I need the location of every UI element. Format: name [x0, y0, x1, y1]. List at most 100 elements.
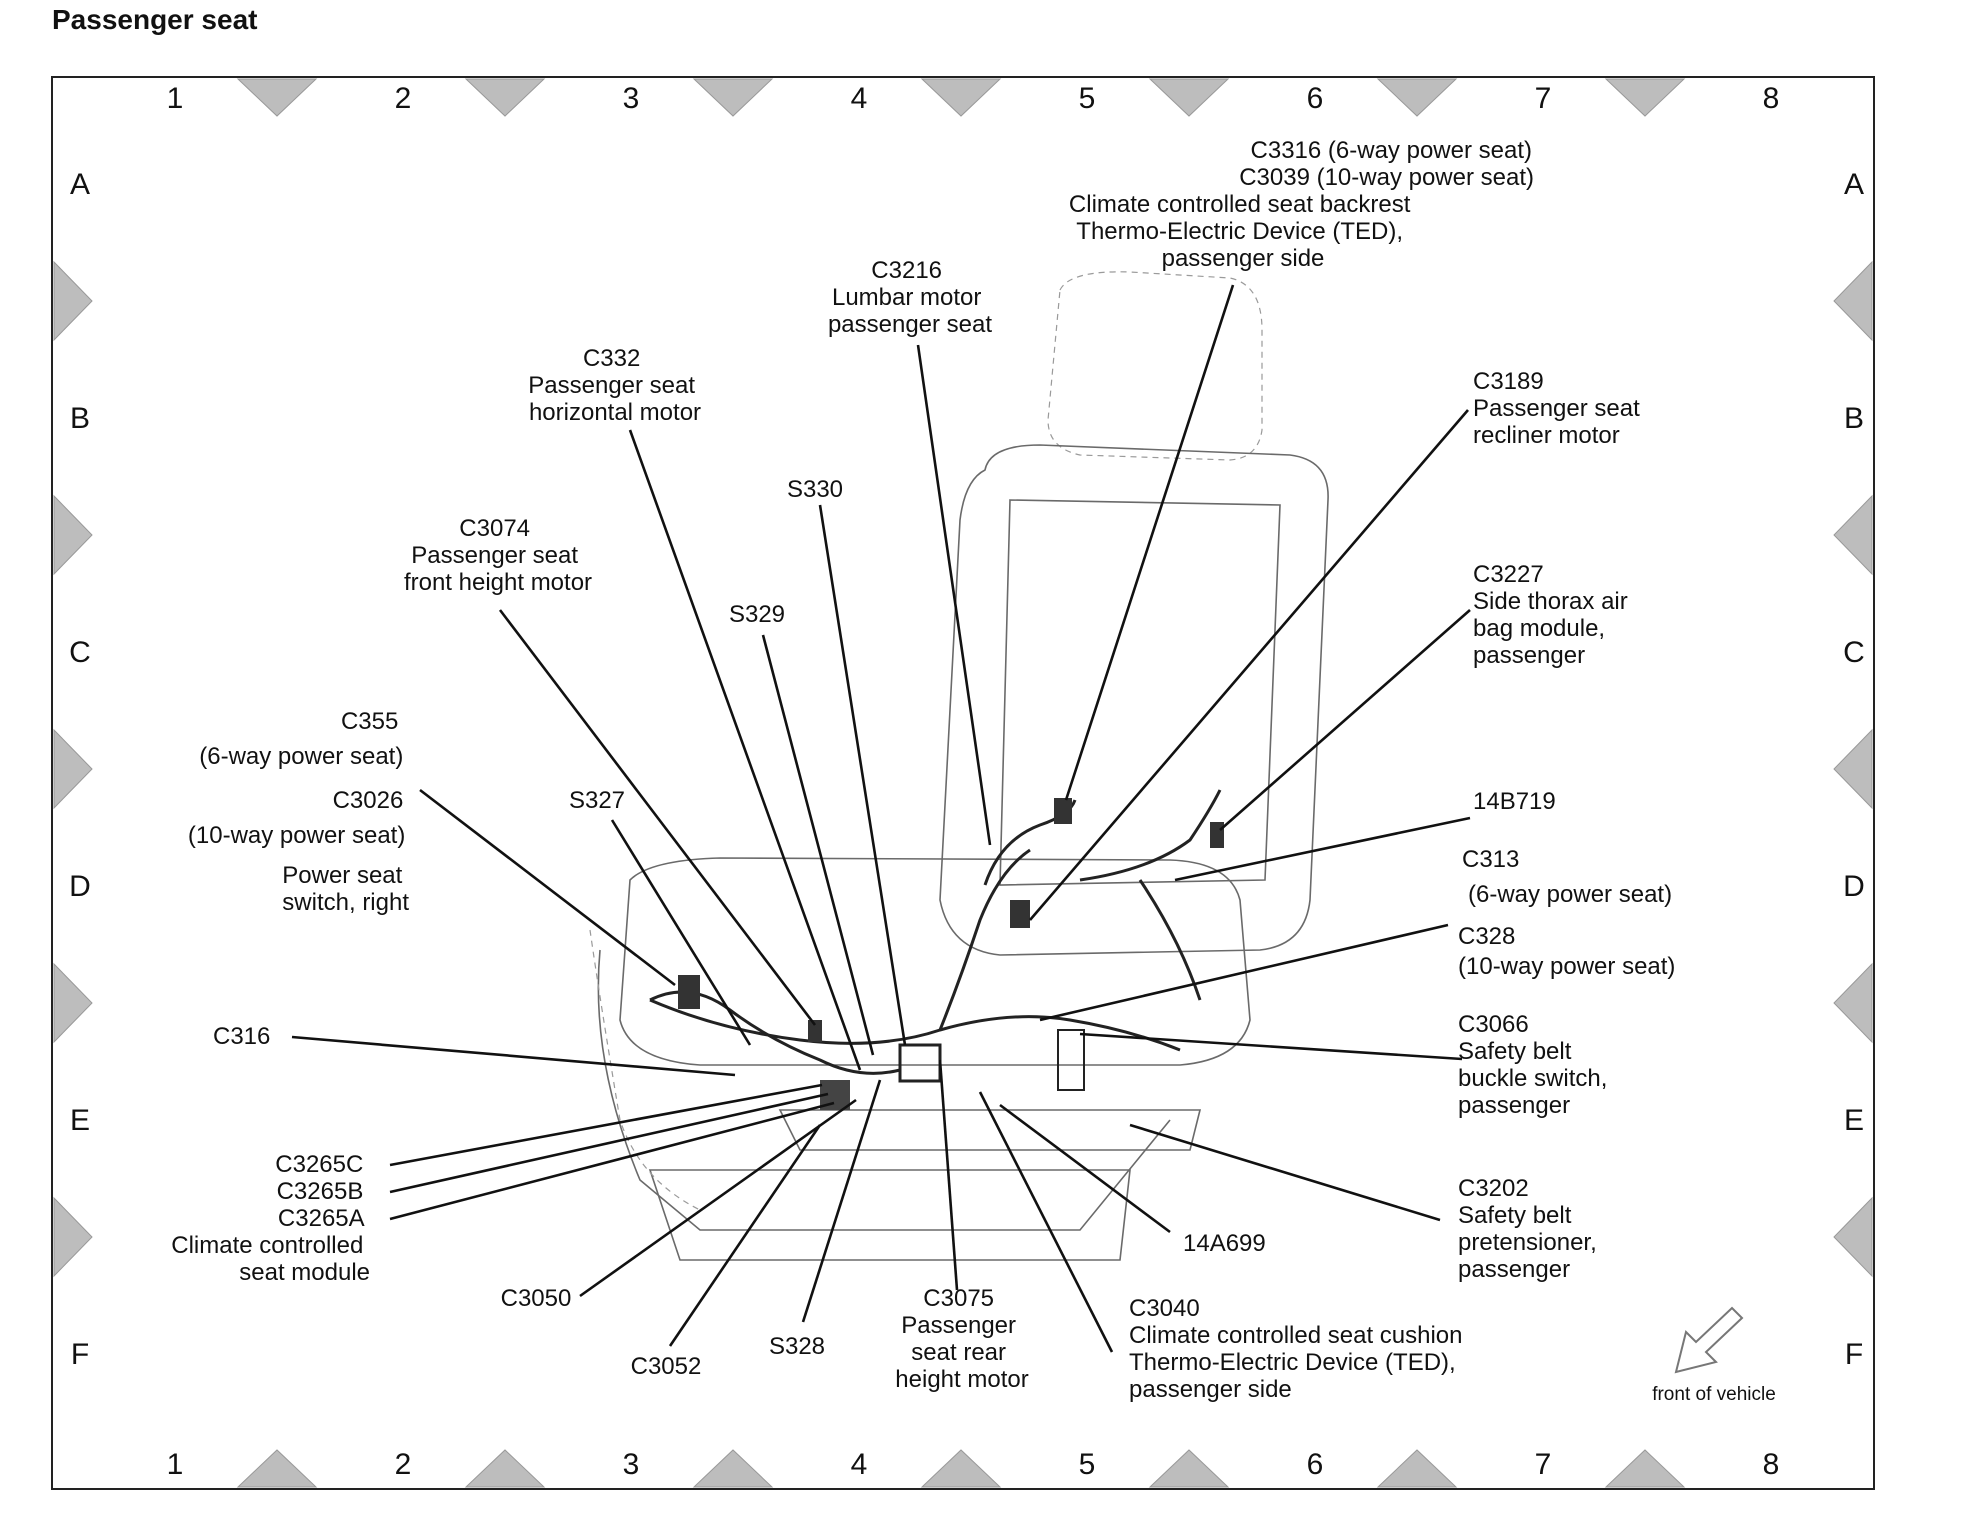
- callout-ted-backrest-line-2: Thermo-Electric Device (TED),: [1076, 218, 1403, 245]
- callout-c3316: C3316 (6-way power seat): [1251, 137, 1532, 164]
- callout-c3216: C3216 Lumbar motor passenger seat: [828, 257, 992, 338]
- grid-col-top-4: 4: [851, 82, 868, 115]
- callout-c3075-line-3: seat rear: [911, 1339, 1006, 1366]
- seat-backrest-panel: [999, 499, 1281, 886]
- callout-c3265-line-3: C3265A: [278, 1205, 365, 1232]
- grid-col-top-3: 3: [623, 82, 640, 115]
- grid-row-right-f: F: [1845, 1338, 1863, 1371]
- callout-c3075-line-4: height motor: [895, 1366, 1028, 1393]
- callout-c332-line-2: Passenger seat: [528, 372, 695, 399]
- connector-c3316: [1054, 798, 1072, 824]
- grid-row-left-a: A: [70, 168, 90, 201]
- callout-c3189-line-2: Passenger seat: [1473, 395, 1640, 422]
- grid-col-top-2: 2: [395, 82, 412, 115]
- grid-row-labels-right: A B C D E F: [1843, 168, 1865, 1371]
- callout-c3202-line-3: pretensioner,: [1458, 1229, 1597, 1256]
- callout-c3189-line-3: recliner motor: [1473, 422, 1620, 449]
- callout-c313-line-3: C328: [1458, 923, 1515, 950]
- seat-side-shield: [589, 929, 701, 1211]
- grid-row-left-c: C: [69, 636, 91, 669]
- grid-row-right-b: B: [1844, 402, 1864, 435]
- callout-c3216-line-2: Lumbar motor: [832, 284, 981, 311]
- connector-c3227: [1210, 822, 1224, 848]
- callout-c313-line-1: C313: [1462, 846, 1519, 873]
- seat-track: [778, 1109, 1202, 1151]
- grid-col-bottom-2: 2: [395, 1448, 412, 1481]
- connector-c355: [678, 975, 700, 1009]
- callout-c3265-line-4: Climate controlled: [171, 1232, 363, 1259]
- grid-col-bottom-4: 4: [851, 1448, 868, 1481]
- callout-c3202-line-4: passenger: [1458, 1256, 1570, 1283]
- callout-14a699: 14A699: [1183, 1230, 1266, 1257]
- callout-c3189: C3189 Passenger seat recliner motor: [1473, 368, 1646, 449]
- callout-c3066: C3066 Safety belt buckle switch, passeng…: [1458, 1011, 1614, 1119]
- callout-c3066-line-3: buckle switch,: [1458, 1065, 1607, 1092]
- callout-c3066-line-2: Safety belt: [1458, 1038, 1572, 1065]
- grid-column-labels-bottom: 1 2 3 4 5 6 7 8: [167, 1448, 1780, 1481]
- grid-col-top-6: 6: [1307, 82, 1324, 115]
- callout-c3052-line-1: C3052: [631, 1353, 702, 1380]
- callout-s330-line-1: S330: [787, 476, 843, 503]
- leader-c355: [419, 788, 676, 987]
- callout-s327: S327: [569, 787, 625, 814]
- callout-c3074-line-2: Passenger seat: [411, 542, 578, 569]
- grid-markers: [53, 78, 1873, 1488]
- callout-c3227-line-3: bag module,: [1473, 615, 1605, 642]
- callout-s328-line-1: S328: [769, 1333, 825, 1360]
- grid-col-top-5: 5: [1079, 82, 1096, 115]
- callout-c355-line-1: C355: [341, 708, 398, 735]
- grid-row-right-c: C: [1843, 636, 1865, 669]
- callout-c3040-line-4: passenger side: [1129, 1376, 1292, 1403]
- callout-14b719: 14B719: [1473, 788, 1556, 815]
- callout-14a699-line-1: 14A699: [1183, 1230, 1266, 1257]
- callout-c3066-line-1: C3066: [1458, 1011, 1529, 1038]
- grid-row-left-d: D: [69, 870, 91, 903]
- front-of-vehicle-label: front of vehicle: [1652, 1384, 1776, 1405]
- callout-c313: C313 (6-way power seat) C328 (10-way pow…: [1458, 846, 1679, 980]
- grid-row-right-d: D: [1843, 870, 1865, 903]
- leader-s330: [818, 504, 907, 1046]
- callout-ted-backrest: Climate controlled seat backrest Thermo-…: [1069, 191, 1417, 272]
- seat-cushion: [619, 857, 1251, 1066]
- leader-s328: [801, 1079, 882, 1323]
- leader-lines: [291, 284, 1471, 1353]
- leader-c313: [1039, 923, 1449, 1022]
- seat-illustration: [589, 271, 1329, 1261]
- callout-c3050-line-1: C3050: [501, 1285, 572, 1312]
- callout-c3039: C3039 (10-way power seat): [1239, 164, 1534, 191]
- grid-col-bottom-8: 8: [1763, 1448, 1780, 1481]
- callout-c355-line-2: (6-way power seat): [199, 743, 403, 770]
- grid-col-bottom-7: 7: [1535, 1448, 1552, 1481]
- callout-c355-line-3: C3026: [333, 787, 404, 814]
- callout-c3075-line-1: C3075: [923, 1285, 994, 1312]
- grid-col-bottom-6: 6: [1307, 1448, 1324, 1481]
- grid-col-bottom-5: 5: [1079, 1448, 1096, 1481]
- callout-c3227-line-2: Side thorax air: [1473, 588, 1628, 615]
- callout-c3066-line-4: passenger: [1458, 1092, 1570, 1119]
- harness-main: [649, 998, 1181, 1052]
- callout-c3216-line-1: C3216: [871, 257, 942, 284]
- callout-c355: C355 (6-way power seat) C3026 (10-way po…: [188, 708, 412, 916]
- leader-c3316: [1064, 284, 1235, 801]
- seat-backrest: [939, 444, 1329, 956]
- callout-c3050: C3050: [501, 1285, 572, 1312]
- leader-14a699: [999, 1103, 1171, 1234]
- callout-c3202-line-2: Safety belt: [1458, 1202, 1572, 1229]
- callout-s330: S330: [787, 476, 843, 503]
- connector-c3066: [1057, 1029, 1085, 1091]
- callout-c3040-line-3: Thermo-Electric Device (TED),: [1129, 1349, 1456, 1376]
- grid-row-left-e: E: [70, 1104, 90, 1137]
- leader-c3265b: [389, 1092, 829, 1194]
- connector-c3074: [808, 1020, 822, 1042]
- front-of-vehicle-arrow-icon: [1674, 1306, 1744, 1374]
- callout-c3227: C3227 Side thorax air bag module, passen…: [1473, 561, 1634, 669]
- callout-c3202: C3202 Safety belt pretensioner, passenge…: [1458, 1175, 1603, 1283]
- callout-c3202-line-1: C3202: [1458, 1175, 1529, 1202]
- callout-c3074: C3074 Passenger seat front height motor: [404, 515, 592, 596]
- callout-c3265-line-1: C3265C: [275, 1151, 363, 1178]
- leader-c3189: [1029, 409, 1469, 921]
- grid-row-left-f: F: [71, 1338, 89, 1371]
- leader-c3040: [978, 1091, 1114, 1353]
- leader-c3050: [579, 1098, 857, 1298]
- seat-base-frame: [648, 1169, 1131, 1261]
